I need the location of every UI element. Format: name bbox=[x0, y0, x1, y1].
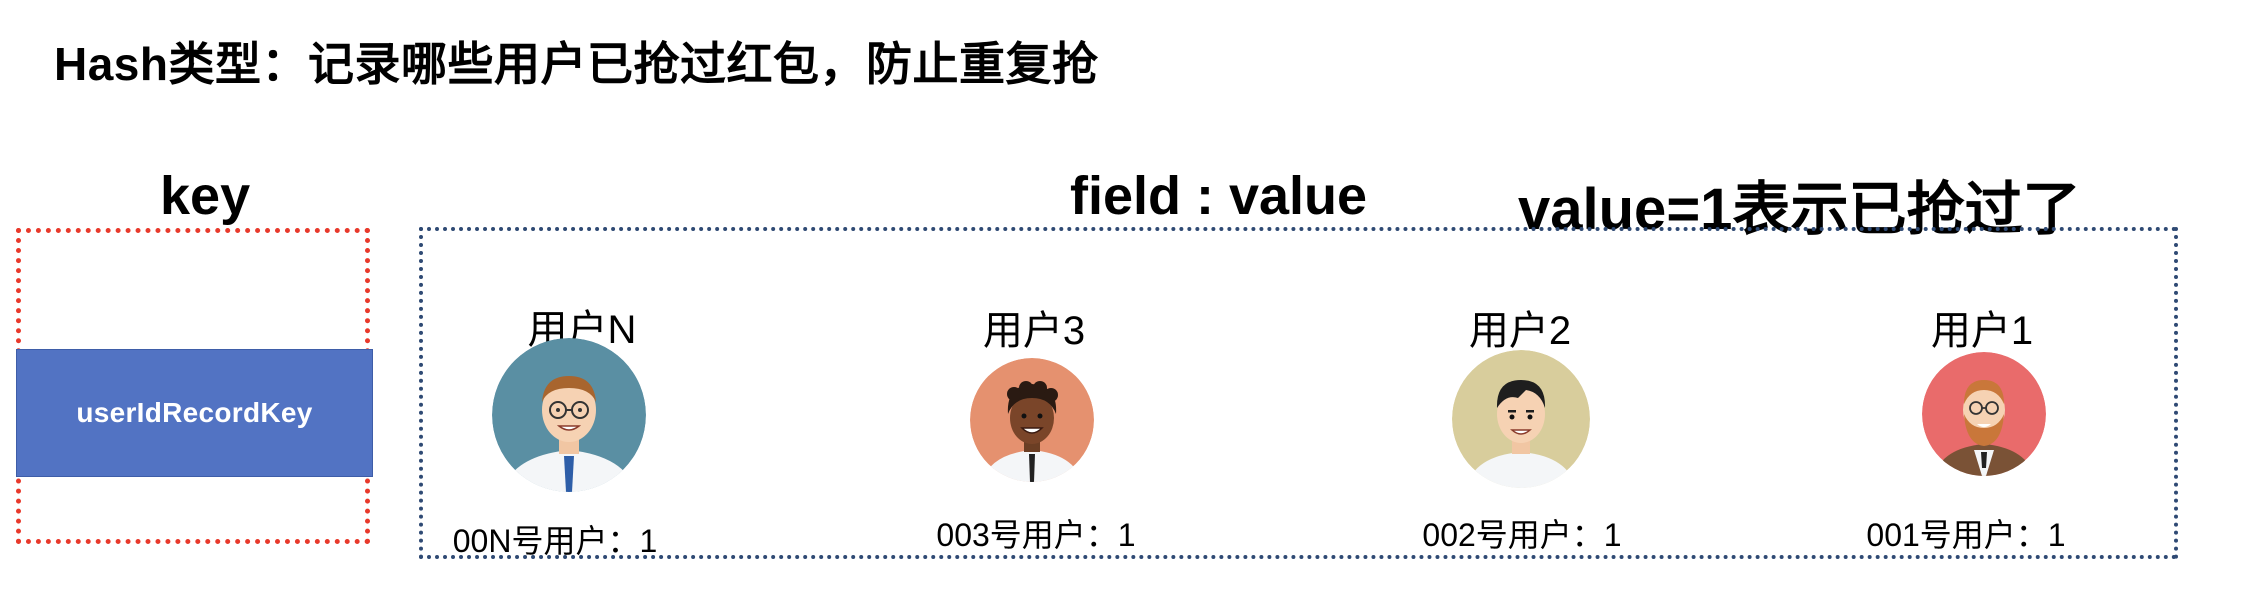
user-1-value: 001号用户：1 bbox=[1866, 517, 2066, 553]
field-value-label: field : value bbox=[1070, 166, 1368, 226]
user-n-value: 00N号用户：1 bbox=[452, 523, 658, 559]
businessman-avatar-icon bbox=[1452, 350, 1590, 488]
value-note-label: value=1表示已抢过了 bbox=[1518, 177, 2081, 242]
user-3-name: 用户3 bbox=[982, 309, 1086, 353]
teacher-avatar-icon bbox=[492, 338, 646, 492]
user-3-value: 003号用户：1 bbox=[936, 517, 1136, 553]
field-container bbox=[419, 227, 2178, 559]
user-1-name: 用户1 bbox=[1930, 309, 2034, 353]
key-label: key bbox=[160, 166, 251, 226]
diagram-title: Hash类型：记录哪些用户已抢过红包，防止重复抢 bbox=[54, 38, 1099, 90]
key-record-text: userIdRecordKey bbox=[76, 397, 313, 428]
user-2-name: 用户2 bbox=[1468, 309, 1572, 353]
user-2-value: 002号用户：1 bbox=[1422, 517, 1622, 553]
curly-hair-man-avatar-icon bbox=[970, 358, 1094, 482]
bearded-man-avatar-icon bbox=[1922, 352, 2046, 476]
key-record-box: userIdRecordKey bbox=[16, 349, 373, 477]
